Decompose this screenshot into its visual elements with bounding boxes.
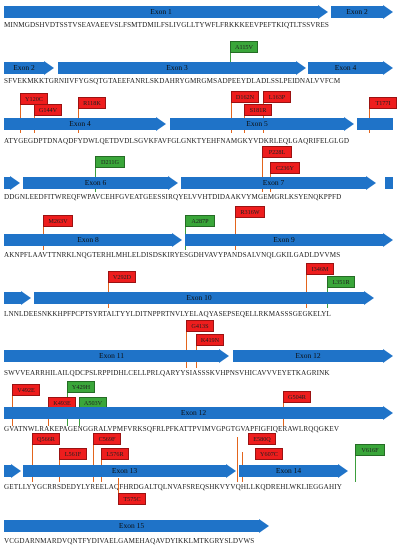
mutation-label: Y429H xyxy=(67,381,95,393)
exon-arrow: Exon 11 xyxy=(4,349,229,363)
mutation-line xyxy=(355,448,356,482)
exon-arrow: Exon 3 xyxy=(58,61,306,75)
sequence-line: ATYGEGDPTDNAQDFYDWLQETDVDLSGVKFAVFGLGNKT… xyxy=(4,137,350,145)
exon-arrow: Exon 7 xyxy=(181,176,376,190)
sequence-line: SWVVEARRHILAILQDCPSLRPPIDHLCELLPRLQARYYS… xyxy=(4,369,330,377)
mutation-label: V492E xyxy=(12,384,40,396)
mutation-label: A115V xyxy=(230,41,258,53)
mutation-label: C569F xyxy=(93,433,121,445)
mutation-label: M263V xyxy=(43,215,73,227)
mutation-label: C236Y xyxy=(270,162,300,174)
exon-arrow: Exon 4 xyxy=(308,61,393,75)
mutation-label: R118K xyxy=(78,97,106,109)
mutation-line xyxy=(262,150,263,192)
exon-arrow: Exon 1 xyxy=(4,5,328,19)
exon-arrow: Exon 2 xyxy=(4,61,54,75)
mutation-label: D211G xyxy=(95,156,125,168)
sequence-line: MINMGDSHVDTSSTVSEAVAEEVSLFSMTDMILFSLIVGL… xyxy=(4,21,330,29)
mutation-line xyxy=(20,97,21,133)
mutation-label: A503V xyxy=(79,397,107,409)
mutation-label: P228L xyxy=(262,146,292,158)
mutation-line xyxy=(306,268,307,308)
exon-label: Exon 10 xyxy=(186,293,212,302)
mutation-label: G504R xyxy=(283,391,311,403)
exon-label: Exon 2 xyxy=(13,63,35,72)
exon-arrow: Exon 5 xyxy=(170,117,354,131)
mutation-label: L351R xyxy=(327,276,355,288)
mutation-label: Y607C xyxy=(255,448,283,460)
exon-arrow xyxy=(4,291,31,305)
exon-arrow: Exon 12 xyxy=(233,349,393,363)
exon-label: Exon 6 xyxy=(84,178,107,187)
sequence-line: GETLLYYGCRRSDEDYLYREELAQFHRDGALTQLNVAFSR… xyxy=(4,483,343,491)
exon-segment xyxy=(357,118,393,130)
mutation-line xyxy=(231,94,232,133)
exon-label: Exon 1 xyxy=(150,7,172,16)
exon-arrow: Exon 12 xyxy=(4,406,393,420)
exon-label: Exon 5 xyxy=(246,119,268,128)
mutation-label: K419N xyxy=(196,334,224,346)
exon-label: Exon 14 xyxy=(275,466,302,475)
mutation-line xyxy=(235,210,236,250)
exon-arrow: Exon 10 xyxy=(34,291,374,305)
exon-label: Exon 13 xyxy=(111,466,138,475)
mutation-line xyxy=(237,437,238,482)
exon-arrow: Exon 2 xyxy=(331,5,393,19)
sequence-line: LNNLDEESNKKHPFPCPTSYRTALTYYLDITNPPRTNVLY… xyxy=(4,310,332,318)
exon-label: Exon 12 xyxy=(180,408,207,417)
mutation-line xyxy=(118,478,119,494)
mutation-line xyxy=(369,101,370,133)
mutation-line xyxy=(186,324,187,368)
mutation-label: L163P xyxy=(263,91,291,103)
exon-arrow: Exon 8 xyxy=(4,233,182,247)
exon-label: Exon 7 xyxy=(262,178,285,187)
exon-arrow: Exon 4 xyxy=(4,117,166,131)
exon-arrow: Exon 14 xyxy=(239,464,348,478)
exon-label: Exon 4 xyxy=(334,63,357,72)
mutation-label: D162N xyxy=(231,91,259,103)
exon-arrow: Exon 9 xyxy=(185,233,393,247)
exon-label: Exon 3 xyxy=(166,63,188,72)
mutation-label: A287P xyxy=(185,215,215,227)
mutation-label: L561F xyxy=(59,448,87,460)
exon-segment xyxy=(385,177,393,189)
mutation-label: E580Q xyxy=(248,433,276,445)
exon-label: Exon 8 xyxy=(77,235,99,244)
mutation-line xyxy=(78,101,79,133)
exon-arrow: Exon 6 xyxy=(23,176,178,190)
mutation-line xyxy=(95,160,96,192)
mutation-label: V616F xyxy=(355,444,385,456)
exon-label: Exon 11 xyxy=(99,351,124,360)
exon-arrow xyxy=(4,464,21,478)
sequence-line: AKNPFLAAVTTNRKLNQGTERHLMHLELDISDSKIRYESG… xyxy=(4,251,341,259)
exon-label: Exon 4 xyxy=(69,119,91,128)
mutation-line xyxy=(32,437,33,482)
mutation-label: G413S xyxy=(186,320,214,332)
exon-label: Exon 15 xyxy=(118,521,145,530)
exon-arrow: Exon 13 xyxy=(23,464,236,478)
sequence-line: DDGNLEEDFITWREQFWPAVCEHFGVEATGEESSIRQYEL… xyxy=(4,193,342,201)
sequence-line: GVATNWLRAKEPAGENGGRALVPMFVRKSQFRLPFKATTP… xyxy=(4,425,340,433)
exon-label: Exon 12 xyxy=(295,351,321,360)
mutation-label: L576R xyxy=(101,448,129,460)
exon-label: Exon 2 xyxy=(346,7,368,16)
exon-arrow xyxy=(4,176,20,190)
mutation-label: T575C xyxy=(118,493,146,505)
mutation-label: Q566R xyxy=(32,433,60,445)
mutation-label: T177I xyxy=(369,97,397,109)
sequence-line: SFVEKMKKTGRNIIVFYGSQTGTAEEFANRLSKDAHRYGM… xyxy=(4,77,341,85)
exon-label: Exon 9 xyxy=(273,235,295,244)
mutation-label: S181R xyxy=(244,104,272,116)
mutation-label: I346M xyxy=(306,263,334,275)
exon-arrow: Exon 15 xyxy=(4,519,269,533)
mutation-label: R316W xyxy=(235,206,265,218)
mutation-line xyxy=(93,437,94,482)
mutation-label: G144V xyxy=(34,104,62,116)
sequence-line: VCGDARNMARDVQNTFYDIVAELGAMEHAQAVDYIKKLMT… xyxy=(4,537,255,545)
mutation-label: V292D xyxy=(108,271,136,283)
